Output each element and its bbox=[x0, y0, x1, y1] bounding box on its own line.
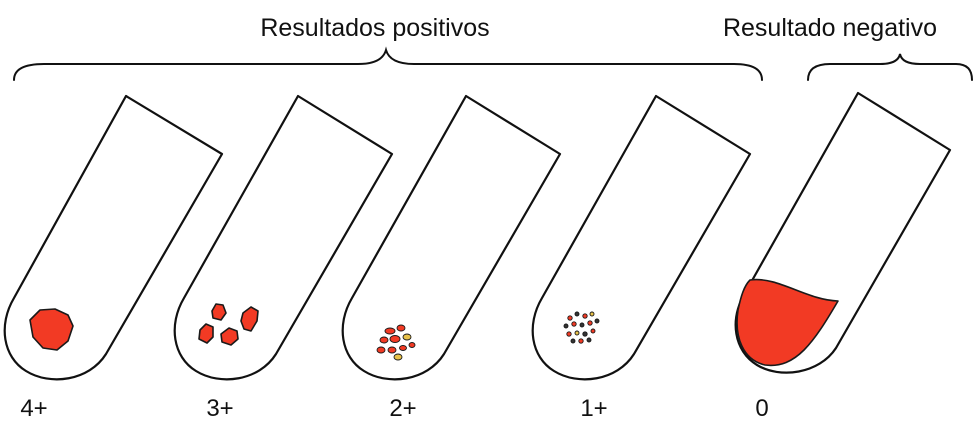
clump bbox=[570, 338, 576, 344]
clump bbox=[563, 323, 569, 329]
clump bbox=[582, 331, 588, 337]
grade-label-0: 0 bbox=[755, 395, 768, 422]
clump bbox=[587, 320, 593, 326]
clump bbox=[379, 336, 389, 344]
grade-label-2plus: 2+ bbox=[389, 395, 416, 422]
clump bbox=[408, 342, 416, 348]
tube-outline bbox=[3, 94, 224, 381]
positive-results-brace bbox=[13, 46, 763, 81]
clump bbox=[582, 313, 588, 319]
tube-outline bbox=[173, 94, 394, 381]
clump bbox=[376, 346, 386, 354]
clump bbox=[393, 353, 403, 361]
clump bbox=[211, 303, 227, 321]
clump bbox=[389, 335, 401, 343]
clump bbox=[574, 311, 580, 317]
clump bbox=[399, 345, 407, 351]
grade-label-4plus: 4+ bbox=[20, 395, 47, 422]
clump bbox=[402, 333, 412, 341]
clump bbox=[594, 318, 600, 324]
clump bbox=[384, 327, 396, 335]
clump bbox=[574, 330, 580, 336]
large-clot bbox=[29, 308, 74, 351]
grade-label-1plus: 1+ bbox=[580, 395, 607, 422]
tube-3plus bbox=[173, 94, 394, 381]
tube-2plus bbox=[341, 94, 562, 381]
tube-outline bbox=[531, 94, 752, 381]
medium-clumps bbox=[376, 324, 416, 361]
tube-0 bbox=[734, 91, 952, 374]
clump bbox=[220, 327, 239, 346]
clump bbox=[590, 328, 596, 334]
tube-outline bbox=[341, 94, 562, 381]
clump bbox=[589, 311, 595, 317]
clump bbox=[579, 322, 585, 328]
clump bbox=[387, 346, 397, 354]
clump bbox=[396, 324, 406, 332]
clump bbox=[240, 306, 259, 332]
clump bbox=[578, 338, 584, 344]
negative-result-brace bbox=[807, 53, 973, 81]
grade-label-3plus: 3+ bbox=[206, 395, 233, 422]
negative-result-label: Resultado negativo bbox=[723, 14, 937, 42]
settled-cells bbox=[736, 278, 839, 367]
tube-1plus bbox=[531, 94, 752, 381]
clump bbox=[586, 337, 592, 343]
small-clumps bbox=[563, 311, 600, 344]
tube-4plus bbox=[3, 94, 224, 381]
clump bbox=[571, 321, 577, 327]
clump bbox=[198, 323, 214, 344]
clump bbox=[567, 315, 573, 321]
clump bbox=[566, 331, 572, 337]
positive-results-label: Resultados positivos bbox=[260, 14, 489, 42]
